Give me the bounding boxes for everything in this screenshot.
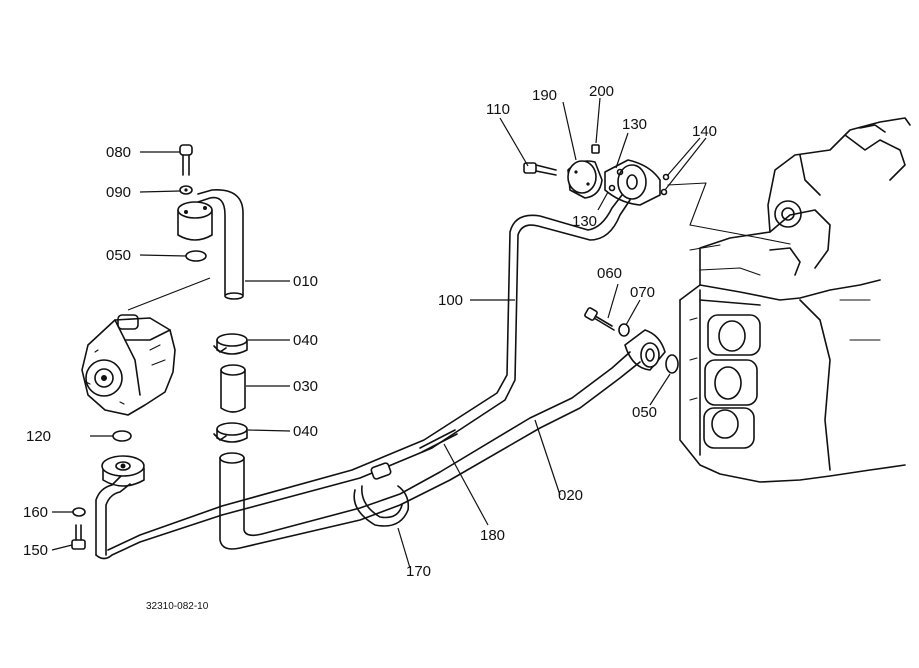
label-100: 100 xyxy=(438,292,463,309)
label-130-lower: 130 xyxy=(572,213,597,230)
leader-lines xyxy=(51,97,707,569)
part-labels: 080 090 050 010 040 030 040 120 160 150 … xyxy=(23,83,717,580)
label-130-upper: 130 xyxy=(622,116,647,133)
pipe-100 xyxy=(95,194,631,560)
banjo-fitting xyxy=(101,455,145,487)
drawing-code: 32310-082-10 xyxy=(146,601,209,612)
label-180: 180 xyxy=(480,527,505,544)
label-030: 030 xyxy=(293,378,318,395)
label-040-lower: 040 xyxy=(293,423,318,440)
bolt-080 xyxy=(179,144,193,176)
flange-block xyxy=(177,201,213,241)
label-140: 140 xyxy=(692,123,717,140)
o-ring-120 xyxy=(112,430,132,442)
clamp-170 xyxy=(353,462,410,527)
washer-070 xyxy=(618,323,630,337)
suction-pipe xyxy=(219,351,641,550)
bolt-060 xyxy=(584,307,615,331)
clamp-040-upper xyxy=(213,333,248,355)
label-010: 010 xyxy=(293,273,318,290)
hose-030 xyxy=(220,364,246,413)
bolt-150 xyxy=(71,524,86,550)
hydraulic-pump xyxy=(81,314,176,416)
label-160: 160 xyxy=(23,504,48,521)
label-080: 080 xyxy=(106,144,131,161)
label-050-lower: 050 xyxy=(632,404,657,421)
label-110: 110 xyxy=(486,101,510,118)
tie-180 xyxy=(419,429,458,453)
pipe-010 xyxy=(197,189,244,300)
label-090: 090 xyxy=(106,184,131,201)
label-070: 070 xyxy=(630,284,655,301)
label-040-upper: 040 xyxy=(293,332,318,349)
engine-block xyxy=(679,117,911,483)
label-170: 170 xyxy=(406,563,431,580)
label-200: 200 xyxy=(589,83,614,100)
o-ring-050-lower xyxy=(665,354,679,374)
clamp-040-lower xyxy=(213,422,248,443)
washer-160 xyxy=(72,507,86,517)
label-120: 120 xyxy=(26,428,51,445)
label-060: 060 xyxy=(597,265,622,282)
label-190: 190 xyxy=(532,87,557,104)
top-fitting-assembly xyxy=(523,144,791,245)
washer-090 xyxy=(179,185,193,195)
label-020: 020 xyxy=(558,487,583,504)
label-150: 150 xyxy=(23,542,48,559)
label-050-upper: 050 xyxy=(106,247,131,264)
fitting-020 xyxy=(624,329,666,371)
o-ring-050-upper xyxy=(185,250,207,262)
